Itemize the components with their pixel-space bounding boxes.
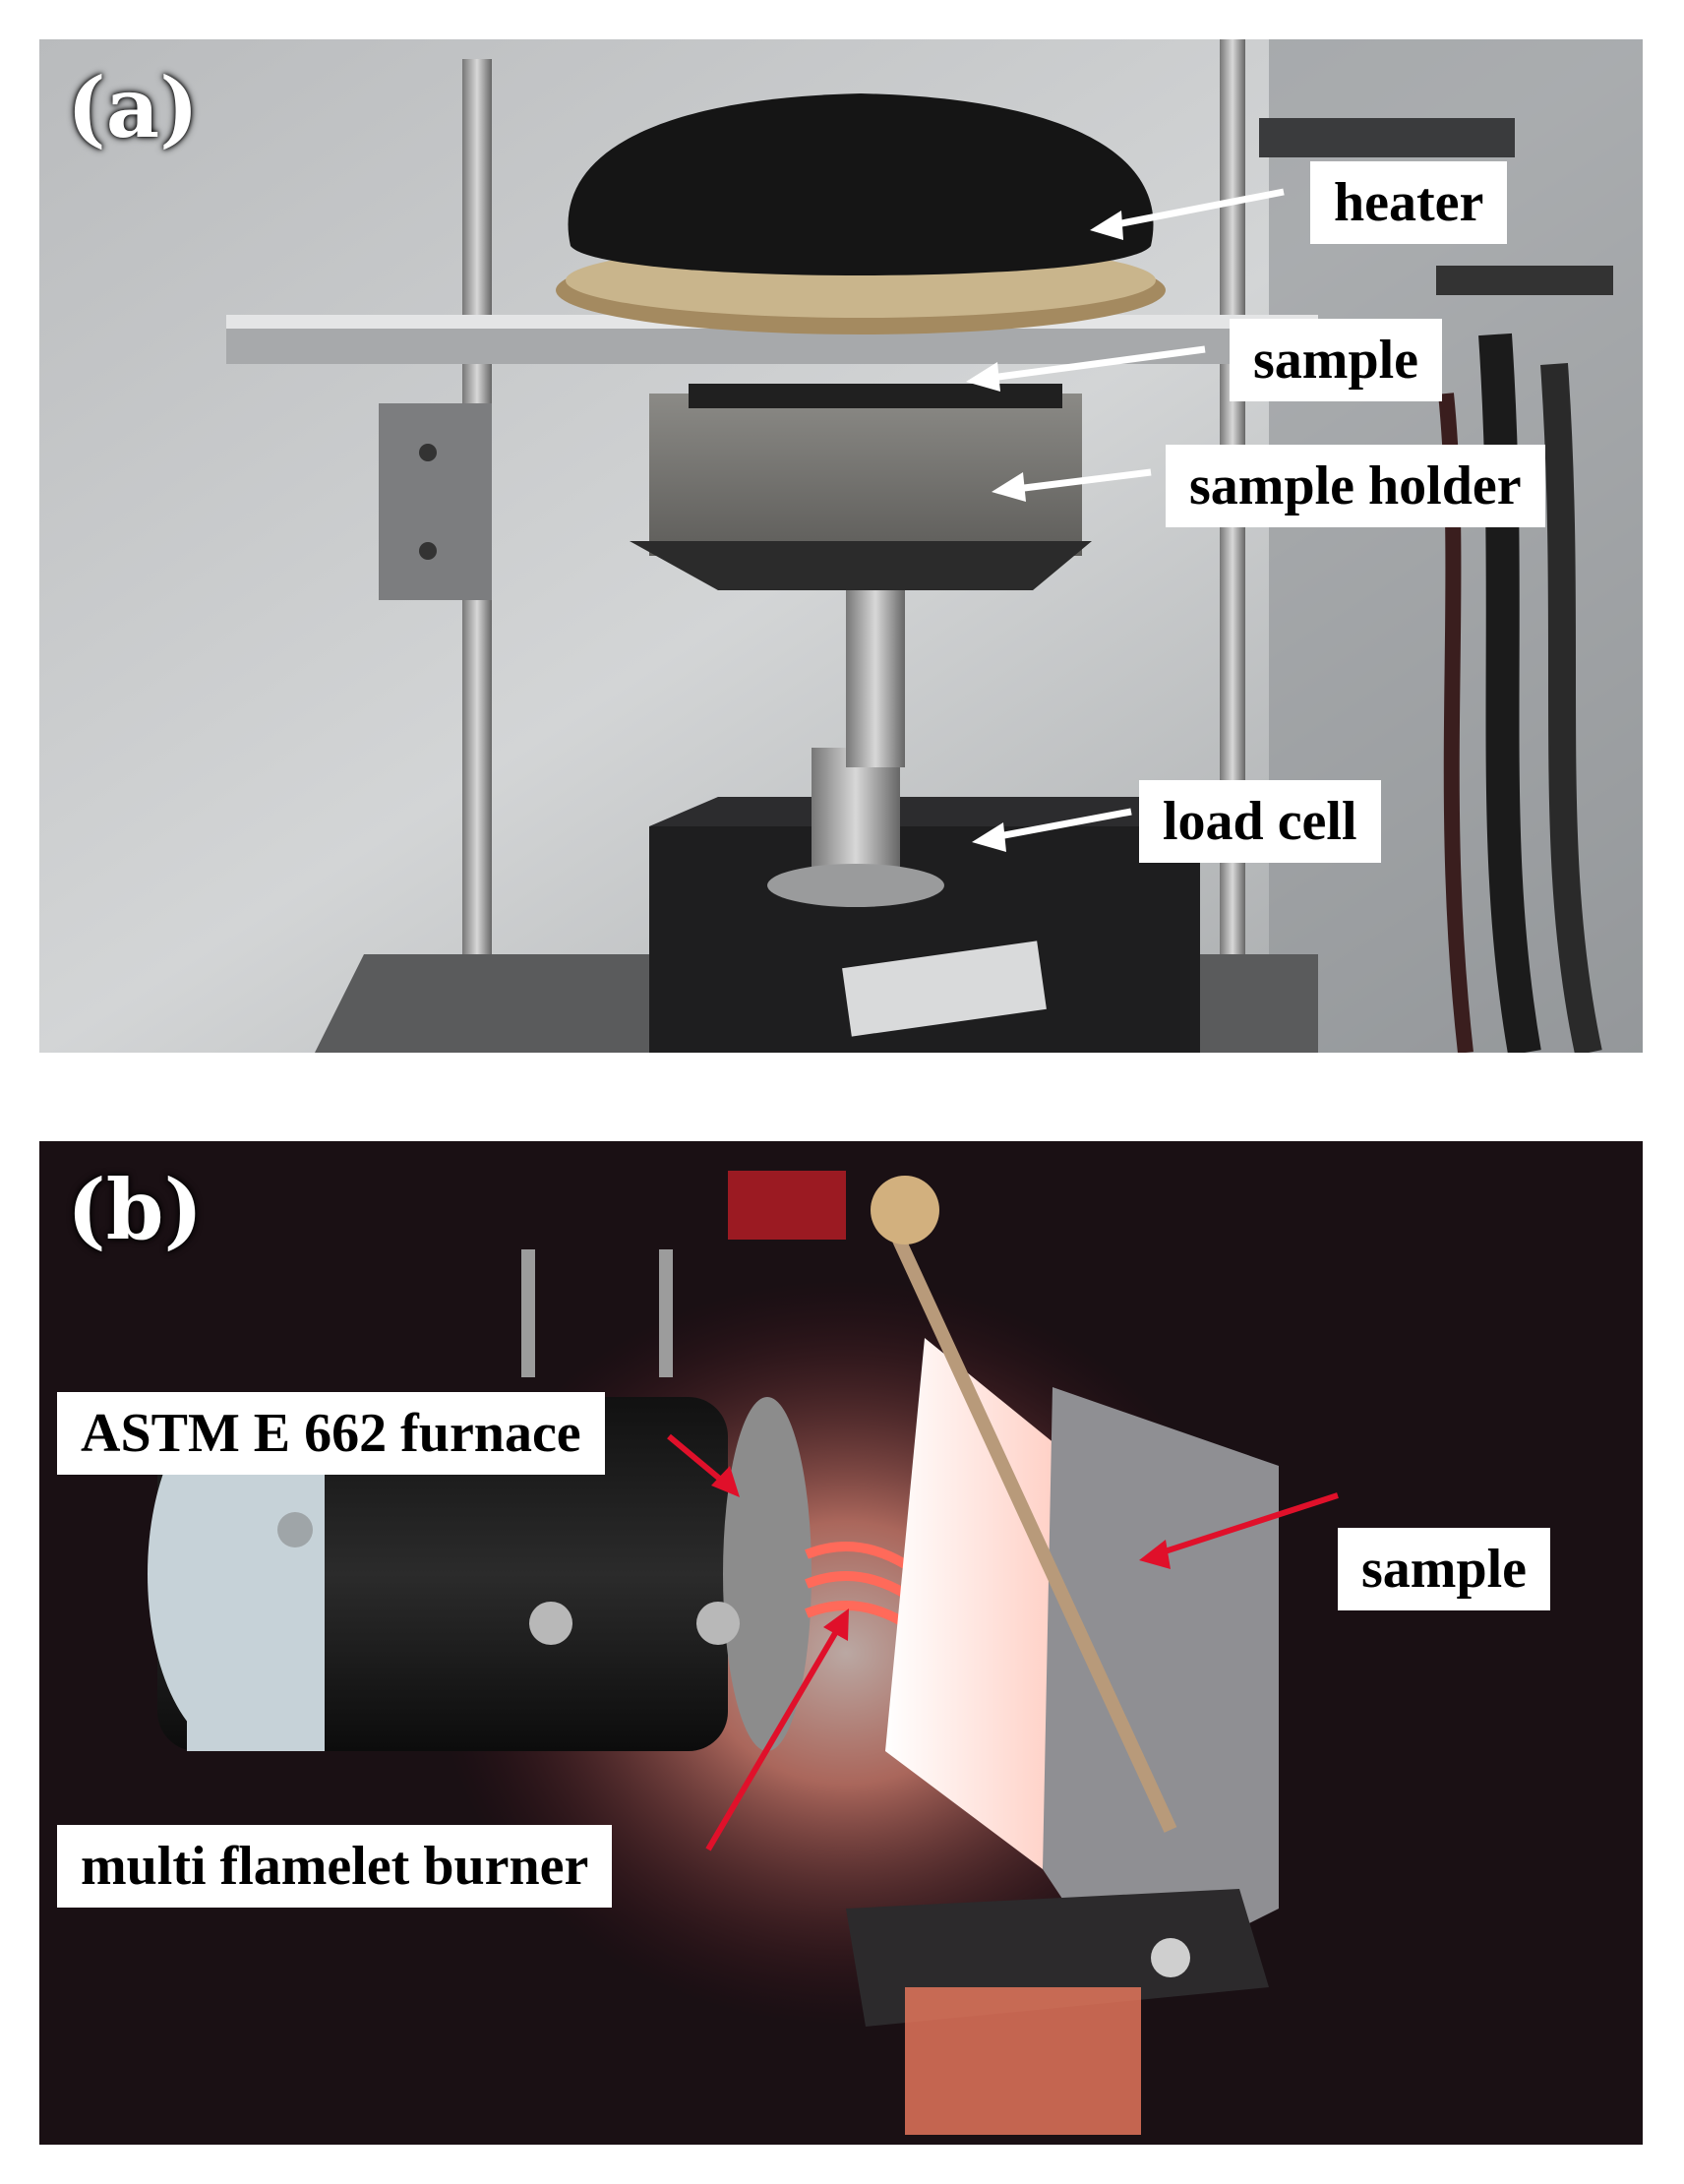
label-load-cell: load cell [1139,780,1381,863]
label-sample-b: sample [1338,1528,1550,1610]
label-furnace: ASTM E 662 furnace [57,1392,605,1475]
label-sample-a: sample [1230,319,1442,401]
label-burner: multi flamelet burner [57,1825,613,1908]
label-heater: heater [1310,161,1508,244]
arrows-panel-a [966,188,1285,852]
apparatus-photo-b [39,1141,1643,2145]
arrows-panel-b [667,1433,1339,1851]
panel-letter-a: (a) [67,59,199,156]
label-sample-holder: sample holder [1166,445,1545,527]
photo-panel-b: (b) ASTM E 662 furnace sample multi flam… [39,1141,1643,2145]
panel-letter-b: (b) [67,1161,204,1258]
photo-panel-a: (a) heater sample sample holder load cel… [39,39,1643,1053]
